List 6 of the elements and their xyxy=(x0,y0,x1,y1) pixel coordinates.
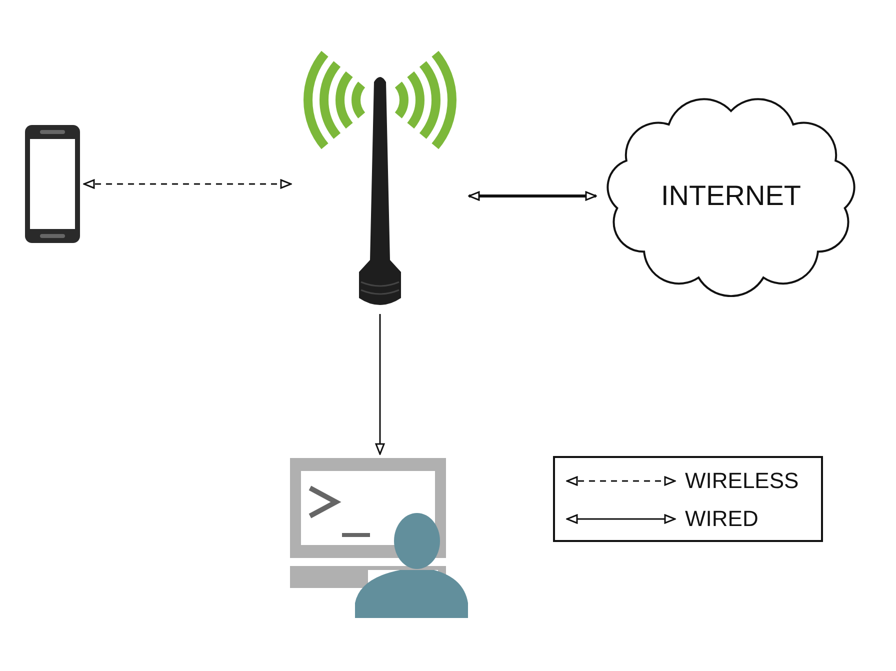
arrow xyxy=(375,314,385,455)
node-label: INTERNET xyxy=(660,180,802,212)
legend-label: WIRED xyxy=(685,506,758,532)
arrow xyxy=(468,191,597,201)
arrow xyxy=(83,179,292,189)
legend-label: WIRELESS xyxy=(685,468,799,494)
